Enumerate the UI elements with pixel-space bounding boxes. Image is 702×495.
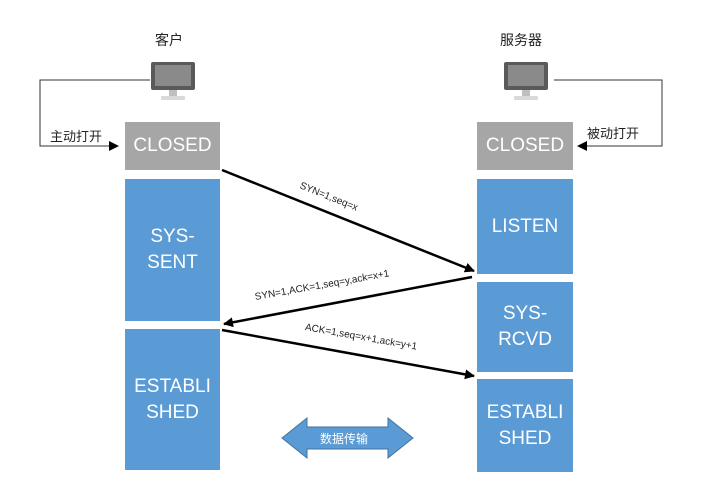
client-open-label: 主动打开 — [50, 129, 103, 144]
client-computer-icon — [151, 62, 195, 100]
client-state-closed: CLOSED — [125, 122, 220, 170]
server-computer-icon — [504, 62, 548, 100]
server-open-connector — [554, 79, 663, 151]
syn-arrow — [221, 168, 475, 273]
server-state-established: ESTABLI SHED — [477, 379, 573, 472]
server-title: 服务器 — [500, 33, 542, 49]
data-transfer-arrow — [281, 416, 414, 460]
server-state-listen: LISTEN — [477, 179, 573, 274]
client-title: 客户 — [155, 33, 183, 49]
server-state-closed: CLOSED — [477, 122, 573, 170]
ack-arrow — [221, 328, 475, 380]
server-state-syn-rcvd: SYS- RCVD — [477, 282, 573, 372]
client-open-connector — [39, 79, 150, 151]
data-transfer-label: 数据传输 — [320, 432, 369, 446]
synack-arrow — [223, 275, 473, 328]
client-state-syn-sent: SYS- SENT — [125, 179, 220, 321]
server-open-label: 被动打开 — [587, 126, 640, 141]
client-state-established: ESTABLI SHED — [125, 329, 220, 470]
